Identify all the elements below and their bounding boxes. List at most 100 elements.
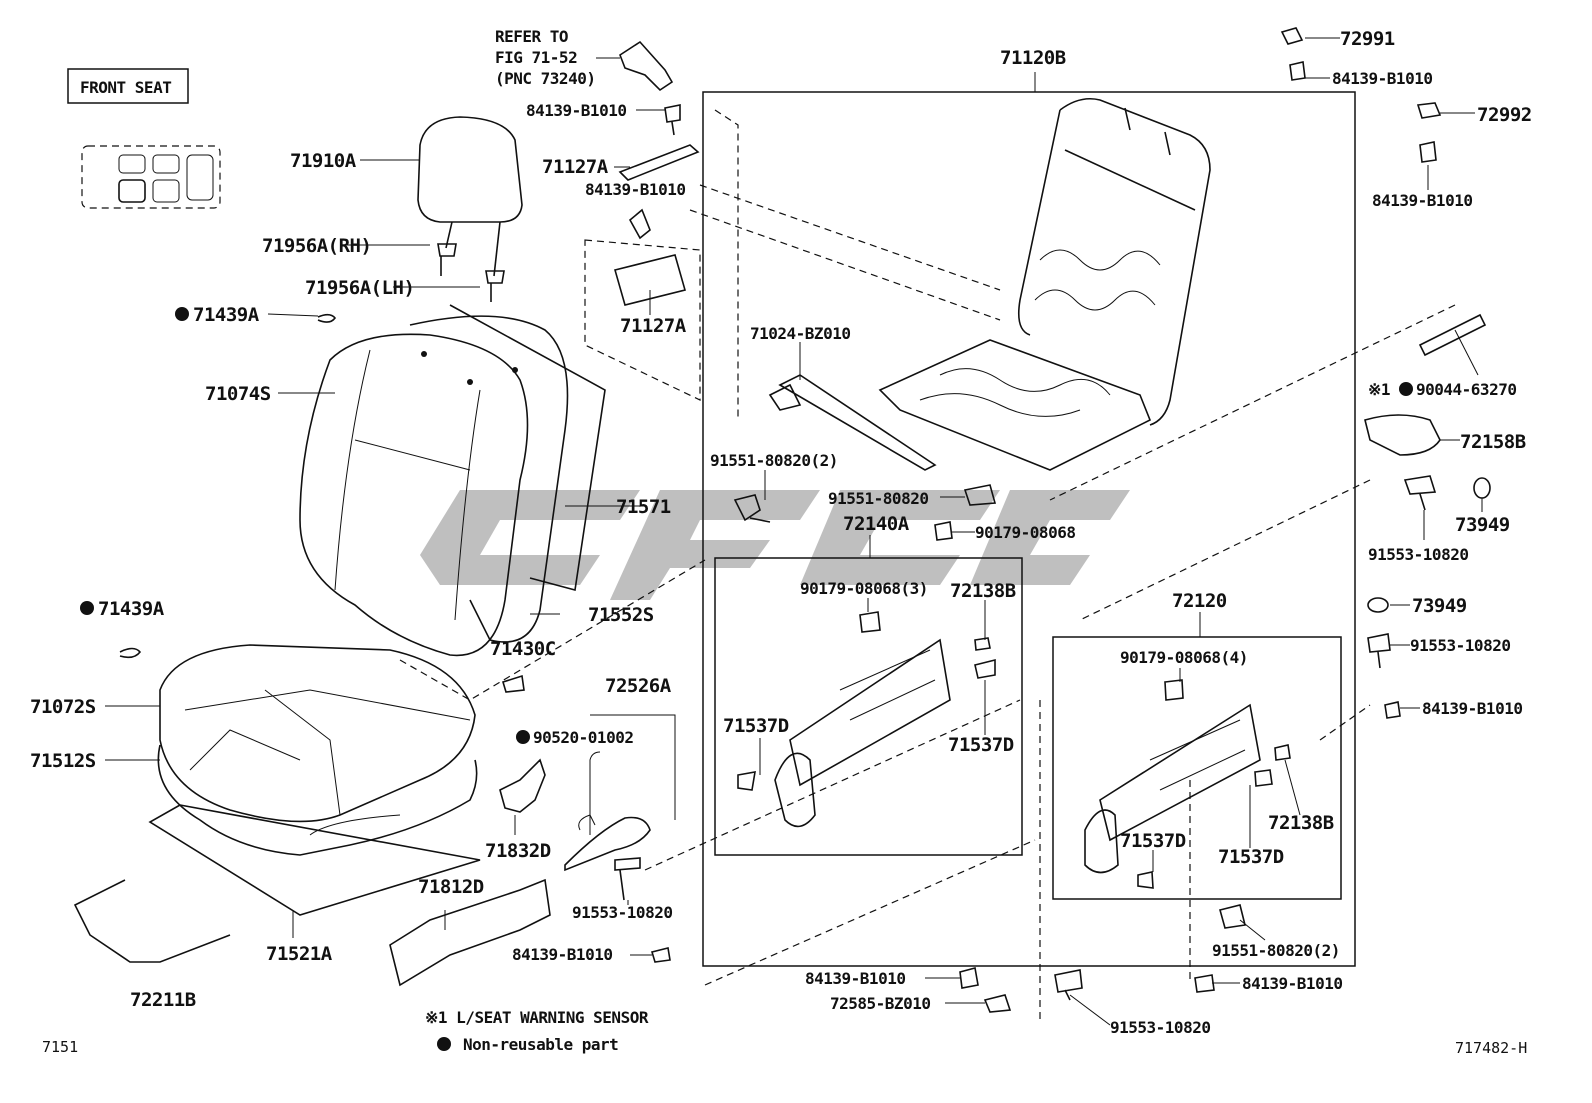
screw-84139-h bbox=[1384, 701, 1401, 719]
label-72158B: 72158B bbox=[1460, 431, 1526, 453]
label-91553-c: 91553-10820 bbox=[1368, 545, 1468, 564]
label-71537D-c: 71537D bbox=[1120, 830, 1186, 852]
label-84139-f: 84139-B1010 bbox=[1332, 69, 1432, 88]
rod-71024 bbox=[768, 374, 937, 471]
label-90044: 90044-63270 bbox=[1416, 380, 1516, 399]
label-71910A: 71910A bbox=[290, 150, 357, 172]
bolt-91553-d bbox=[1367, 633, 1391, 669]
label-72991: 72991 bbox=[1340, 28, 1395, 50]
bolt-91553-b bbox=[1054, 969, 1083, 1001]
legend-sensor-note: ※1 L/SEAT WARNING SENSOR bbox=[425, 1008, 649, 1027]
legend-nonreusable-note: Non-reusable part bbox=[463, 1035, 618, 1054]
label-71832D: 71832D bbox=[485, 840, 551, 862]
cover-71127A-top bbox=[618, 144, 700, 181]
label-71512S: 71512S bbox=[30, 750, 96, 772]
bolt-91551-c bbox=[1219, 904, 1246, 929]
label-71120B: 71120B bbox=[1000, 47, 1066, 69]
label-71956A-lh: 71956A(LH) bbox=[305, 277, 414, 299]
title-text: FRONT SEAT bbox=[80, 78, 171, 97]
footer-right-code: 717482-H bbox=[1455, 1039, 1527, 1057]
label-73949-b: 73949 bbox=[1412, 595, 1467, 617]
car-location-icon bbox=[81, 145, 221, 209]
label-72138B-b: 72138B bbox=[1268, 812, 1334, 834]
adjuster-72120-part bbox=[1084, 679, 1291, 889]
connector-lines bbox=[399, 109, 1456, 1020]
label-71571: 71571 bbox=[616, 496, 671, 518]
label-84139-b: 84139-B1010 bbox=[526, 101, 626, 120]
frame-group-box bbox=[702, 91, 1356, 967]
label-84139-g: 84139-B1010 bbox=[1372, 191, 1472, 210]
refer-note-2: FIG 71-52 bbox=[495, 48, 577, 67]
screw-71430C bbox=[502, 674, 525, 693]
adjuster-72120-box bbox=[1052, 636, 1342, 900]
label-71521A: 71521A bbox=[266, 943, 333, 965]
label-84139-c: 84139-B1010 bbox=[585, 180, 685, 199]
label-72140A: 72140A bbox=[843, 513, 910, 535]
bolt-91553-c bbox=[1403, 475, 1437, 511]
label-91551-b: 91551-80820 bbox=[828, 489, 928, 508]
lever-72526A bbox=[564, 816, 651, 872]
bolt-91551-b bbox=[963, 484, 997, 506]
label-72120: 72120 bbox=[1172, 590, 1227, 612]
belt-73240 bbox=[619, 40, 674, 92]
label-71430C: 71430C bbox=[490, 638, 556, 660]
bracket-72585 bbox=[983, 994, 1012, 1013]
nonreusable-markers bbox=[80, 307, 1413, 1051]
nut-90179-a bbox=[934, 521, 953, 541]
label-91553-d: 91553-10820 bbox=[1410, 636, 1510, 655]
label-72526A: 72526A bbox=[605, 675, 672, 697]
seat-cushion-part bbox=[148, 644, 481, 916]
label-84139-h: 84139-B1010 bbox=[1422, 699, 1522, 718]
refer-note-3: (PNC 73240) bbox=[495, 69, 595, 88]
adjuster-72140A-part bbox=[737, 611, 996, 828]
bolt-91551-a bbox=[733, 494, 771, 523]
label-71956A-rh: 71956A(RH) bbox=[262, 235, 371, 257]
watermark-logo bbox=[420, 490, 1130, 600]
label-72211B: 72211B bbox=[130, 989, 196, 1011]
label-71127A-top: 71127A bbox=[542, 156, 609, 178]
label-91553-b: 91553-10820 bbox=[1110, 1018, 1210, 1037]
label-90179-3: 90179-08068(3) bbox=[800, 579, 928, 598]
cover-71127A-bottom bbox=[614, 254, 686, 306]
screw-84139-e bbox=[1194, 974, 1215, 993]
tie-90044 bbox=[1418, 313, 1487, 357]
label-90520: 90520-01002 bbox=[533, 728, 633, 747]
leader-lines bbox=[105, 37, 1483, 1026]
seat-frame-part bbox=[878, 97, 1211, 471]
label-71439A-top: 71439A bbox=[193, 304, 260, 326]
clip-71439A-mid bbox=[119, 647, 142, 659]
title-box bbox=[67, 68, 189, 104]
screw-84139-b bbox=[664, 104, 681, 136]
label-90179-a: 90179-08068 bbox=[975, 523, 1075, 542]
refer-note-1: REFER TO bbox=[495, 27, 568, 46]
label-90179-4: 90179-08068(4) bbox=[1120, 648, 1248, 667]
label-84139-a: 84139-B1010 bbox=[512, 945, 612, 964]
label-73949-a: 73949 bbox=[1455, 514, 1510, 536]
label-71127A-bottom: 71127A bbox=[620, 315, 687, 337]
screw-84139-f bbox=[1289, 61, 1306, 81]
cover-71832D bbox=[499, 758, 546, 813]
label-71074S: 71074S bbox=[205, 383, 271, 405]
seat-back-part bbox=[299, 304, 606, 657]
label-71537D-a: 71537D bbox=[723, 715, 789, 737]
label-84139-e: 84139-B1010 bbox=[1242, 974, 1342, 993]
label-72138B-a: 72138B bbox=[950, 580, 1016, 602]
clip-71439A-top bbox=[317, 313, 337, 323]
label-71537D-b: 71537D bbox=[948, 734, 1014, 756]
clip-90520 bbox=[578, 814, 596, 831]
sensor-72158B bbox=[1364, 414, 1441, 456]
footer-left-code: 7151 bbox=[42, 1038, 78, 1056]
adjuster-72140A-box bbox=[714, 557, 1023, 856]
cap-73949-a bbox=[1473, 477, 1491, 499]
label-72585: 72585-BZ010 bbox=[830, 994, 930, 1013]
cover-71812D bbox=[389, 878, 551, 987]
label-72992: 72992 bbox=[1477, 104, 1532, 126]
screw-84139-c bbox=[628, 208, 651, 240]
label-71537D-d: 71537D bbox=[1218, 846, 1284, 868]
label-91551-c: 91551-80820(2) bbox=[1212, 941, 1340, 960]
label-71072S: 71072S bbox=[30, 696, 96, 718]
cap-73949-b bbox=[1367, 597, 1389, 613]
label-84139-d: 84139-B1010 bbox=[805, 969, 905, 988]
